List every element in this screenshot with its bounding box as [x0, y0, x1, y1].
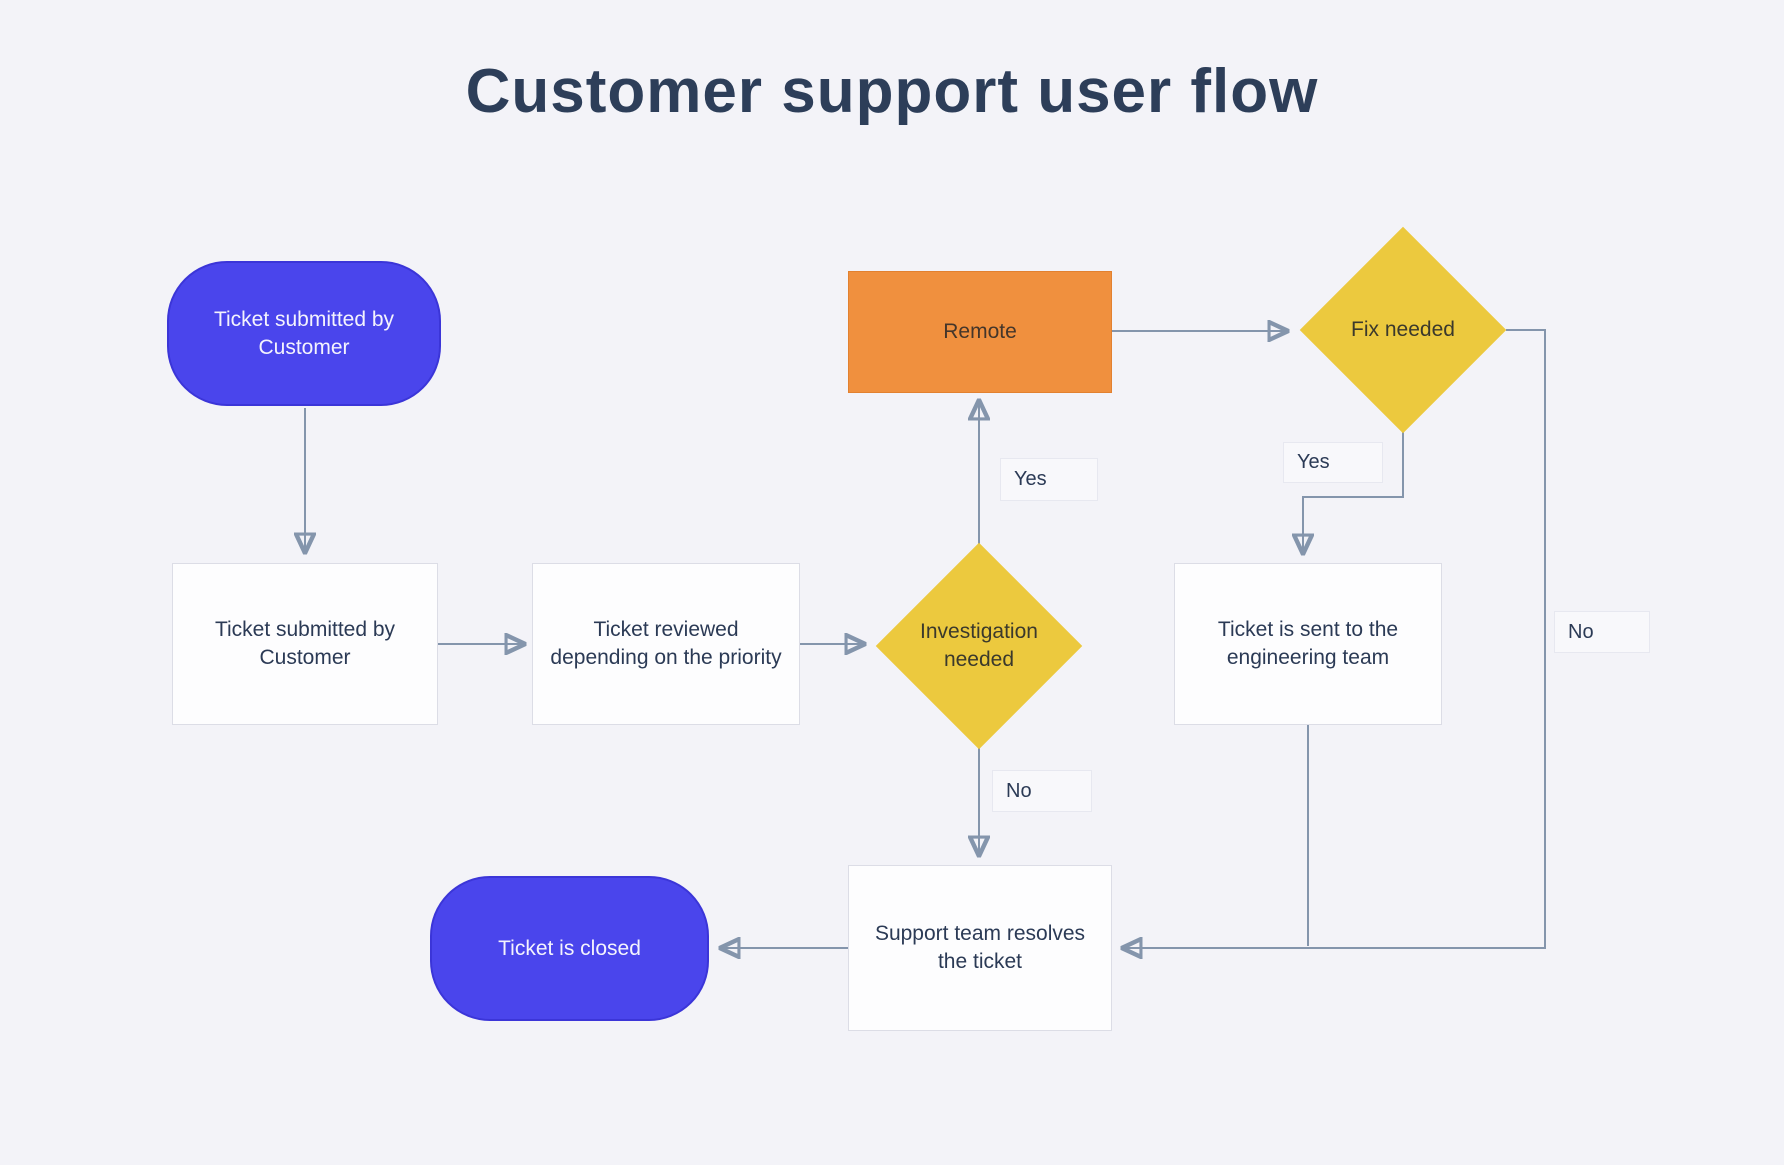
- node-investigation-needed[interactable]: Investigation needed: [875, 542, 1083, 750]
- node-fix-needed[interactable]: Fix needed: [1299, 226, 1507, 434]
- node-engineering-team[interactable]: Ticket is sent to the engineering team: [1174, 563, 1442, 725]
- node-support-resolves-label: Support team resolves the ticket: [874, 922, 1086, 973]
- node-ticket-closed-label: Ticket is closed: [498, 936, 641, 960]
- edge-label-text: Yes: [1014, 468, 1047, 490]
- edge-label-text: No: [1568, 620, 1594, 643]
- edge-label-investigation-no: No: [992, 770, 1092, 812]
- node-ticket-submitted-label: Ticket submitted by Customer: [214, 618, 396, 669]
- node-ticket-closed-terminator[interactable]: Ticket is closed: [430, 876, 709, 1021]
- node-start-label: Ticket submitted by Customer: [213, 307, 395, 359]
- edge-label-fixneeded-no: No: [1554, 611, 1650, 653]
- node-ticket-reviewed-label: Ticket reviewed depending on the priorit…: [550, 618, 782, 669]
- node-fix-needed-label: Fix needed: [1351, 318, 1455, 342]
- connector-fixneeded-yes-to-engineering: [1303, 431, 1404, 552]
- node-engineering-team-label: Ticket is sent to the engineering team: [1217, 618, 1399, 669]
- node-ticket-submitted[interactable]: Ticket submitted by Customer: [172, 563, 438, 725]
- node-remote-label: Remote: [943, 320, 1017, 344]
- edge-label-text: Yes: [1297, 451, 1330, 473]
- node-investigation-needed-label: Investigation needed: [920, 620, 1038, 671]
- edge-label-fixneeded-yes: Yes: [1283, 442, 1383, 483]
- node-ticket-reviewed[interactable]: Ticket reviewed depending on the priorit…: [532, 563, 800, 725]
- page-title: Customer support user flow: [465, 57, 1319, 126]
- edge-label-investigation-yes: Yes: [1000, 458, 1098, 501]
- connector-fixneeded-no-to-support: [1124, 329, 1546, 948]
- node-support-resolves[interactable]: Support team resolves the ticket: [848, 865, 1112, 1031]
- node-remote[interactable]: Remote: [848, 271, 1112, 393]
- node-start-terminator[interactable]: Ticket submitted by Customer: [167, 261, 441, 406]
- edge-label-text: No: [1006, 779, 1032, 802]
